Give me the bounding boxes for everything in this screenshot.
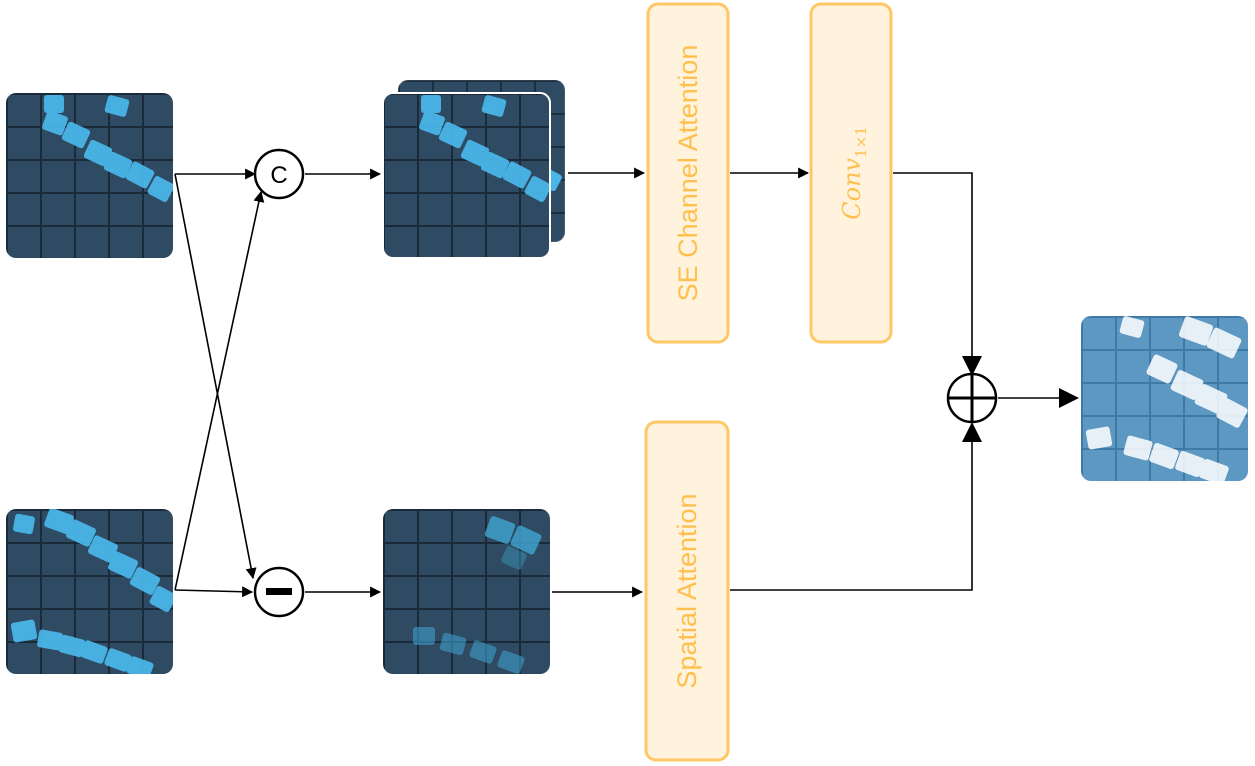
se-channel-attention-block: SE Channel Attention (646, 2, 730, 344)
spatial-attention-block: Spatial Attention (644, 420, 730, 762)
wire-conv-to-sum (893, 172, 982, 376)
conv-1x1-block: Conv1×1 (809, 2, 893, 344)
difference-feature-map (383, 509, 550, 674)
wire-bottom-to-subtract (174, 586, 254, 598)
concatenated-feature-map (382, 79, 566, 259)
minus-icon (266, 588, 292, 595)
input-feature-map-top (6, 93, 173, 258)
connections (174, 167, 1079, 598)
wire-spatial-to-sum (730, 422, 982, 591)
element-wise-sum-operator (946, 372, 998, 424)
conv-1x1-label: Conv1×1 (838, 126, 870, 219)
conv-label-main: Conv (838, 157, 866, 219)
input-feature-map-bottom (6, 509, 173, 674)
concat-operator: C (253, 148, 305, 200)
output-feature-map (1081, 316, 1248, 481)
wire-bottom-to-concat (174, 190, 265, 591)
concat-operator-label: C (270, 162, 287, 189)
spatial-attention-label: Spatial Attention (672, 493, 702, 688)
subtract-operator (253, 566, 305, 618)
conv-label-subscript: 1×1 (852, 126, 870, 158)
se-channel-attention-label: SE Channel Attention (673, 45, 703, 302)
wire-top-to-subtract (174, 173, 257, 580)
